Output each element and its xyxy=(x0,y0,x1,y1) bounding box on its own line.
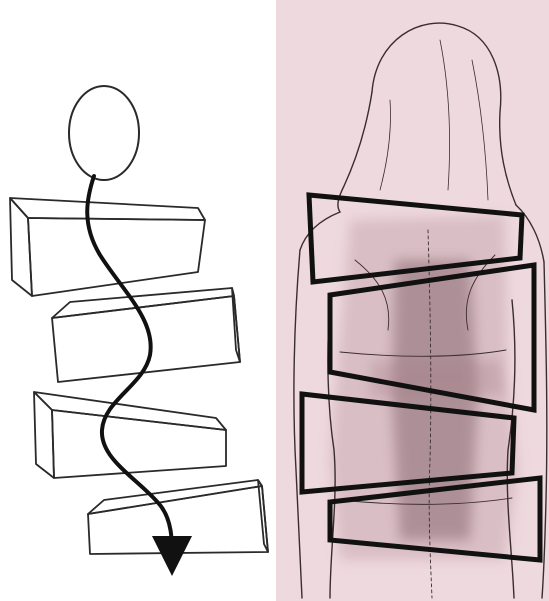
right-panel xyxy=(276,0,549,601)
spine-shading xyxy=(392,260,478,540)
left-panel xyxy=(0,0,276,601)
